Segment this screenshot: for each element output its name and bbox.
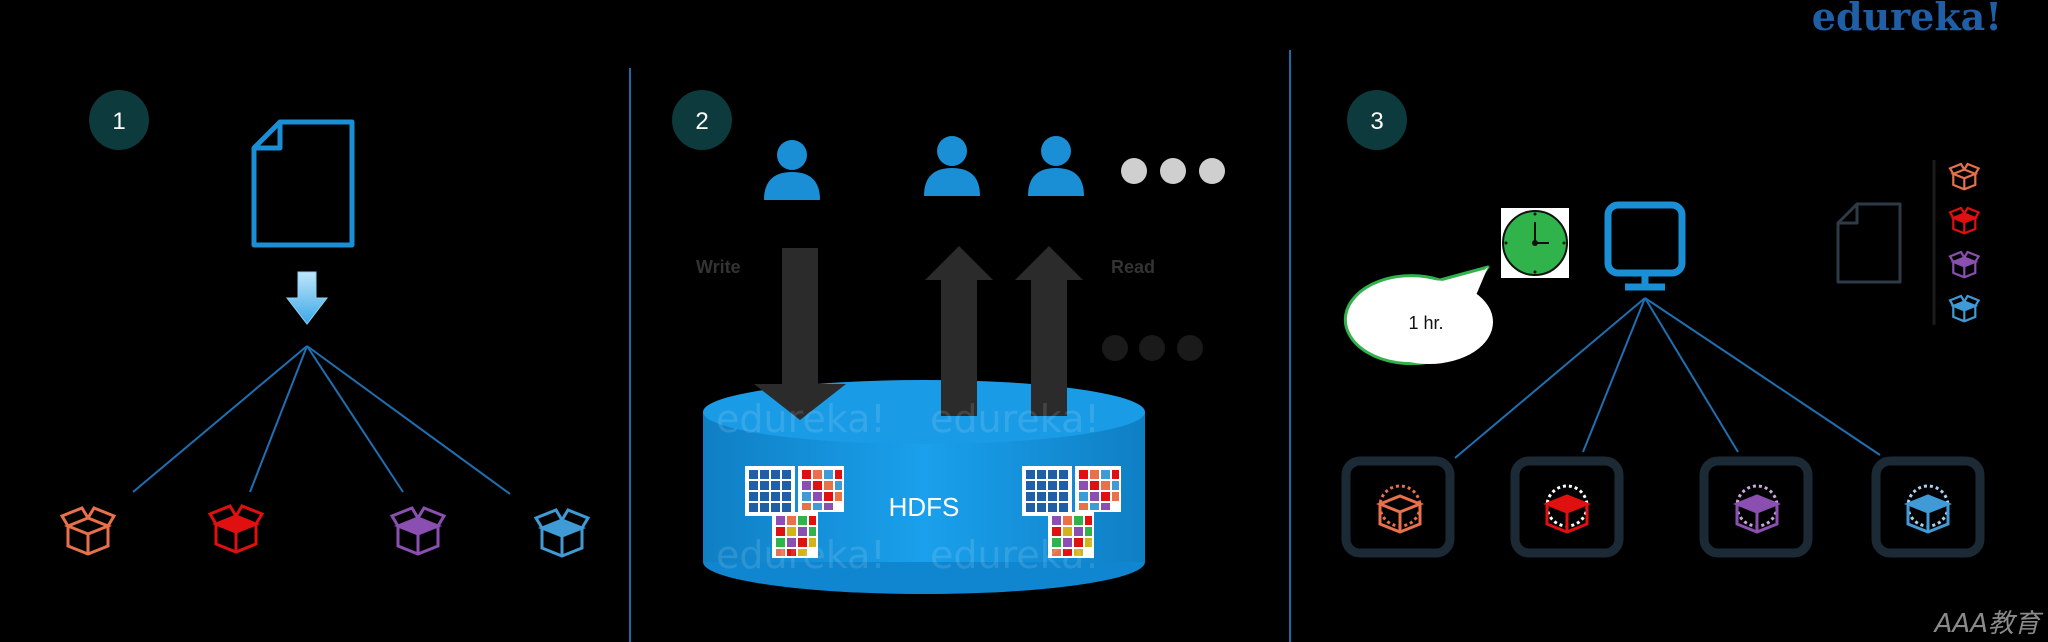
step-3-number: 3: [1370, 108, 1383, 135]
read-arrow-1-icon: [925, 246, 993, 416]
watermark-instance-4: edureka!: [930, 533, 1100, 577]
step-3-badge: 3: [1347, 90, 1407, 150]
user-reader-2-icon: [1028, 136, 1084, 196]
hdfs-label: HDFS: [889, 492, 960, 522]
read-arrow-2-icon: [1015, 246, 1083, 416]
small-document-icon: [1836, 202, 1902, 284]
step-2-badge: 2: [672, 90, 732, 150]
write-label: Write: [696, 257, 741, 277]
computer-monitor-icon: [1604, 201, 1686, 291]
worker-node-1: [1341, 456, 1455, 558]
edureka-logo: edureka!: [1812, 0, 2002, 39]
step-2-number: 2: [695, 108, 708, 135]
more-users-ellipsis-icon: [1121, 158, 1225, 184]
panel1-connector-lines: [132, 345, 511, 495]
write-arrow-icon: [754, 248, 846, 420]
watermark-text: edureka! edureka! edureka! edureka!: [716, 397, 1100, 577]
panel3-connector-lines: [1454, 297, 1881, 459]
step-1-badge: 1: [89, 90, 149, 150]
worker-node-2: [1510, 456, 1624, 558]
watermark-instance-2: edureka!: [930, 397, 1100, 441]
worker-node-4: [1871, 456, 1985, 558]
time-speech-bubble: [1343, 265, 1493, 366]
block-box-orange-icon: [59, 506, 117, 556]
user-writer-icon: [764, 140, 820, 200]
user-reader-1-icon: [924, 136, 980, 196]
read-label: Read: [1111, 257, 1155, 277]
replicated-blocks-right: [1022, 466, 1121, 558]
document-icon: [251, 119, 355, 248]
split-arrow-icon: [285, 271, 329, 325]
worker-node-3: [1699, 456, 1813, 558]
step-1-number: 1: [112, 108, 125, 135]
block-box-red-icon: [207, 504, 265, 554]
watermark-instance-3: edureka!: [716, 533, 886, 577]
block-legend-panel: [1932, 160, 1981, 325]
block-box-purple-icon: [389, 506, 447, 556]
replicated-blocks-left: [745, 466, 844, 558]
time-bubble-text: 1 hr.: [1408, 313, 1443, 333]
watermark-instance-1: edureka!: [716, 397, 886, 441]
more-reads-ellipsis-icon: [1102, 335, 1203, 361]
clock-icon: [1501, 208, 1569, 278]
block-box-lightblue-icon: [533, 508, 591, 558]
corner-watermark-mark: AAA教育: [1933, 609, 2044, 639]
